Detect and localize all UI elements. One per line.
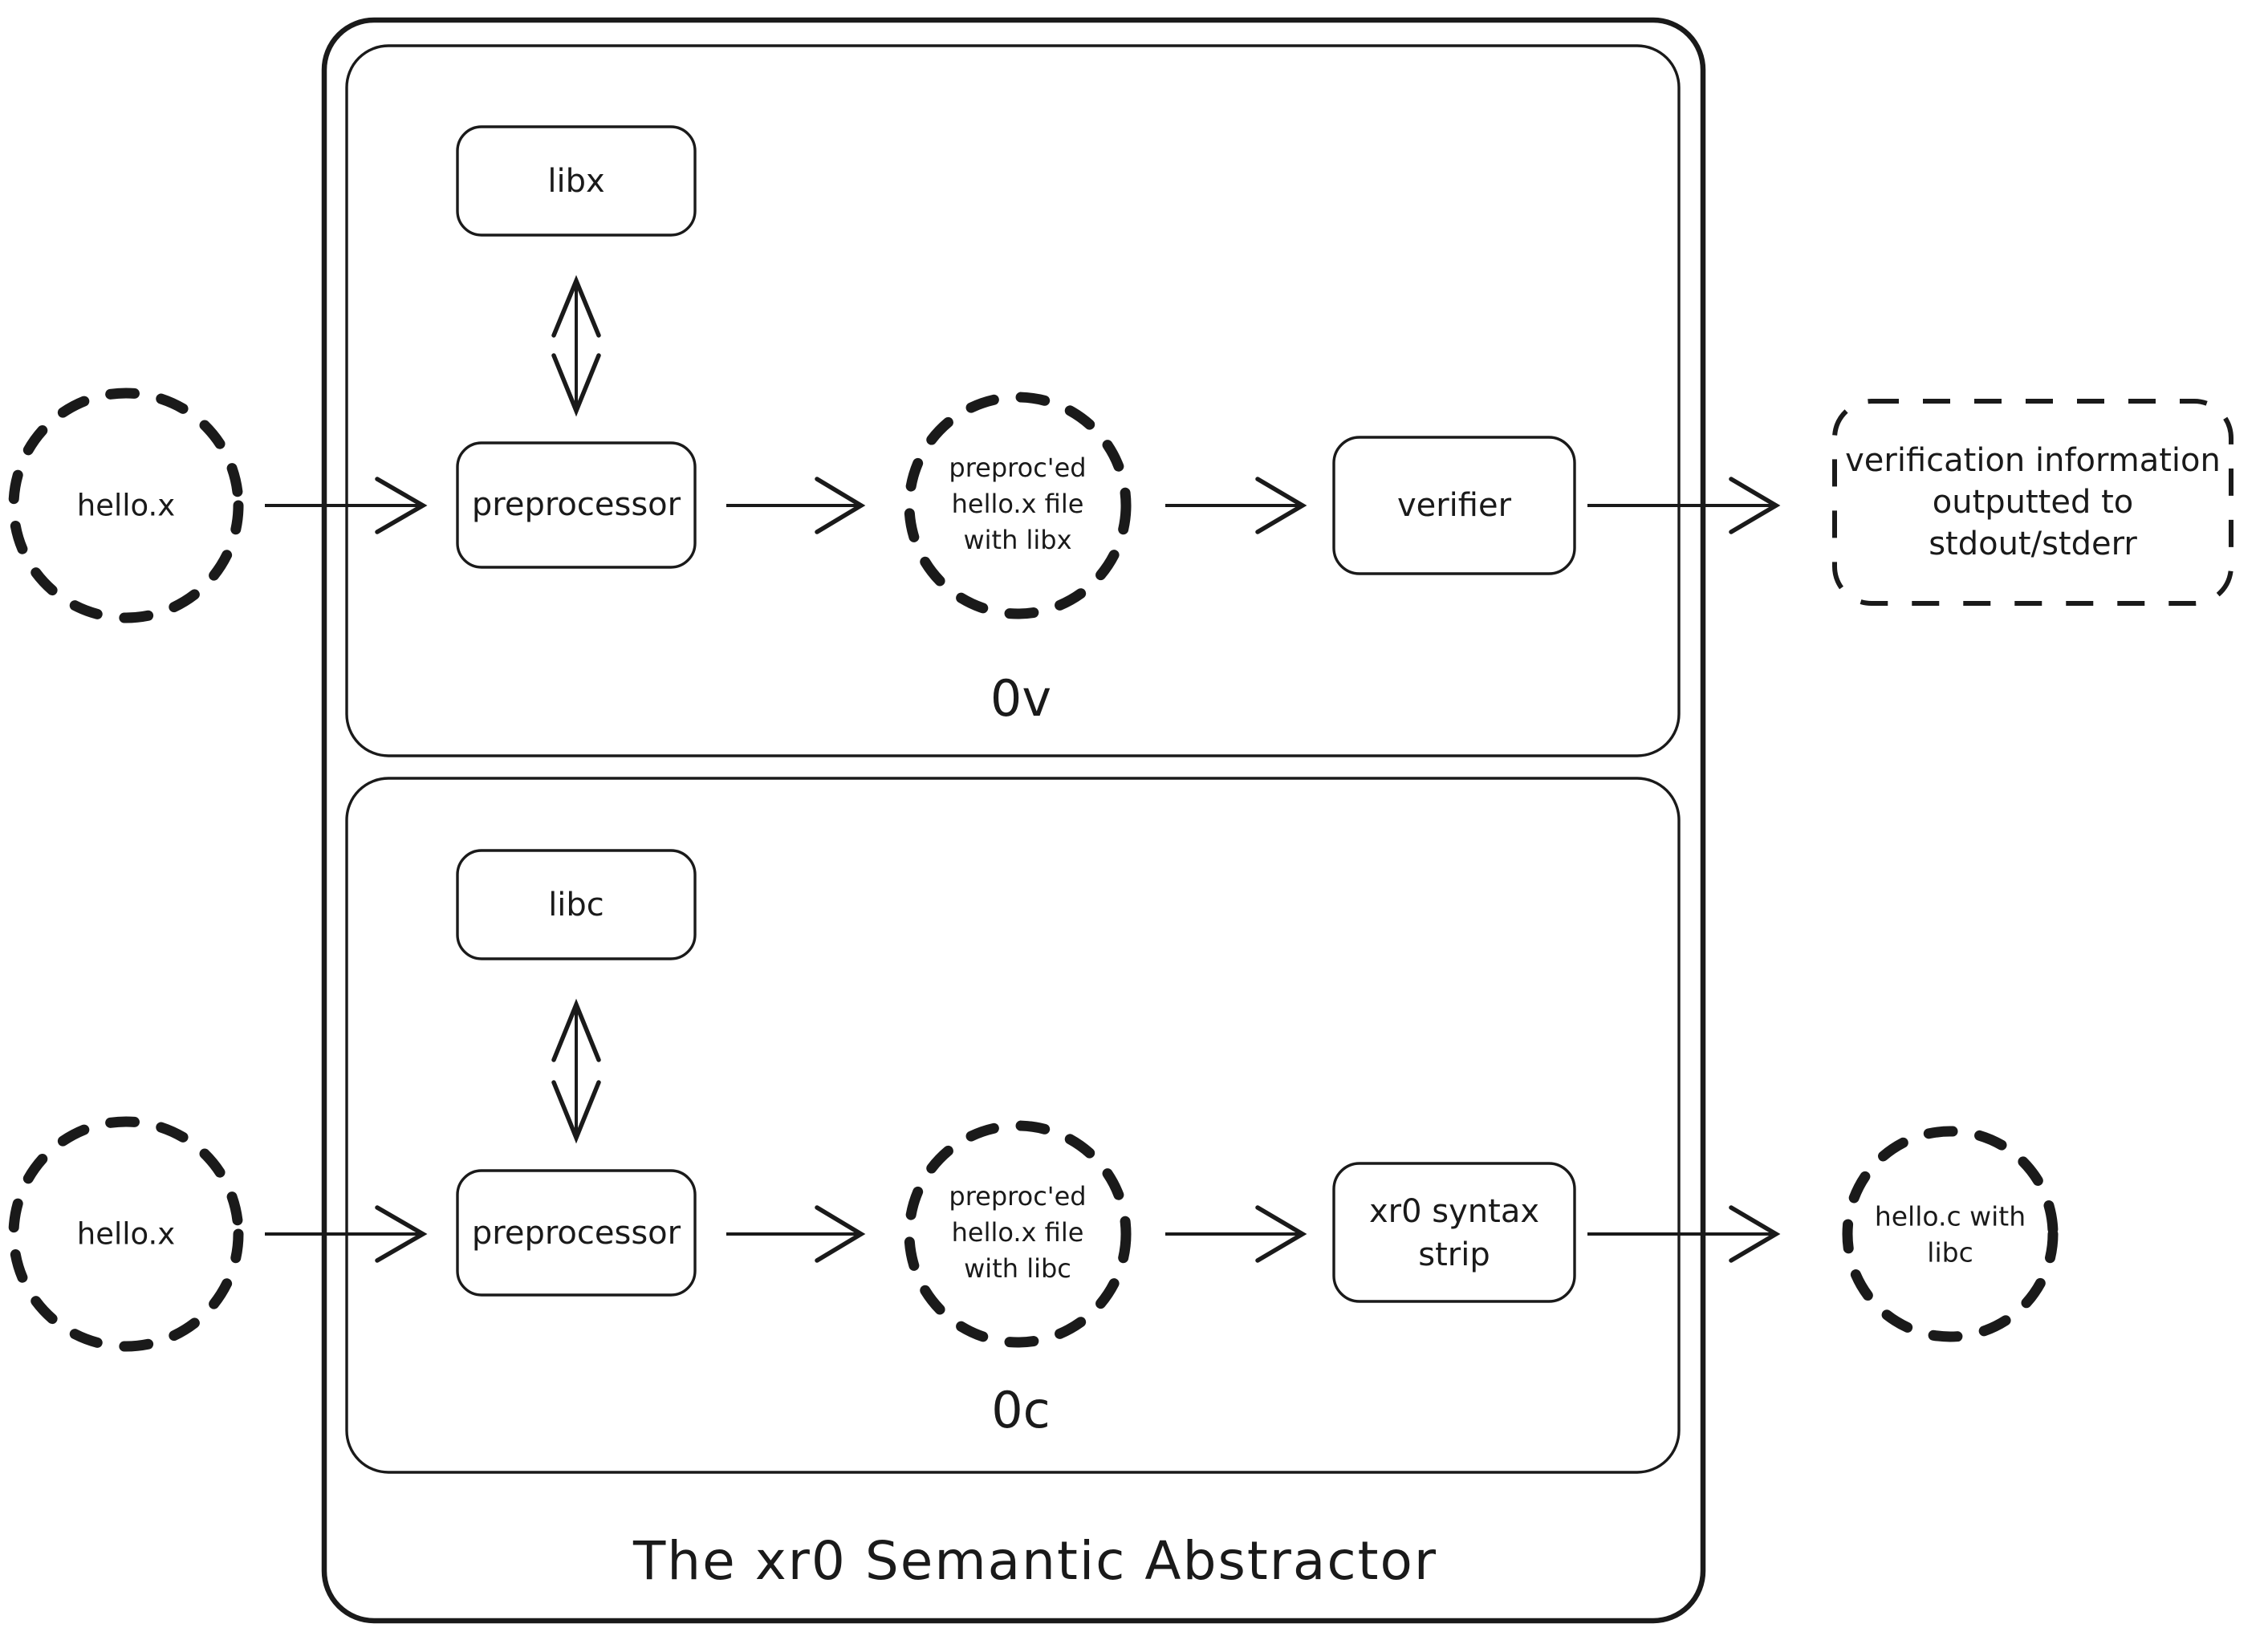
box-xr0-syntax-strip-line2: strip (1418, 1236, 1490, 1273)
box-preprocessor-top[interactable] (456, 441, 697, 569)
arrow-preprocessed-to-syntax-strip (1165, 1205, 1307, 1263)
box-preprocessor-bottom-label: preprocessor (472, 1215, 681, 1252)
node-input-hello-x-bottom-label: hello.x (77, 1217, 175, 1252)
node-input-hello-x-top-label: hello.x (77, 489, 175, 523)
arrow-syntax-strip-to-helloc-output (1587, 1205, 1781, 1263)
node-output-helloc-libc-line2: libc (1927, 1237, 1973, 1269)
arrow-libc-preprocessor-bidirectional (551, 998, 601, 1144)
box-libc[interactable] (456, 849, 697, 960)
panel-0v (345, 44, 1681, 757)
box-preprocessor-bottom[interactable] (456, 1169, 697, 1297)
node-preprocessed-hellox-libc-line1: preproc'ed (949, 1181, 1086, 1212)
node-preprocessed-hellox-libc-line2: hello.x file (952, 1217, 1084, 1248)
arrow-preprocessed-to-verifier (1165, 477, 1307, 534)
node-preprocessed-hellox-libx-line3: with libx (963, 525, 1071, 555)
node-preprocessed-hellox-libx[interactable] (904, 392, 1132, 619)
arrow-hellox-to-preprocessor-bottom (265, 1205, 428, 1263)
node-output-helloc-libc-line1: hello.c with (1875, 1201, 2026, 1232)
outer-container-xr0-semantic-abstractor (321, 17, 1706, 1624)
node-preprocessed-hellox-libx-line2: hello.x file (952, 489, 1084, 519)
node-input-hello-x-top[interactable] (8, 388, 244, 623)
box-libx-label: libx (547, 163, 604, 200)
box-verifier[interactable] (1332, 436, 1576, 575)
node-preprocessed-hellox-libx-line1: preproc'ed (949, 453, 1086, 483)
arrow-preprocessor-to-preprocessed-bottom (726, 1205, 866, 1263)
arrow-preprocessor-to-preprocessed-top (726, 477, 866, 534)
arrow-verifier-to-verification-output (1587, 477, 1781, 534)
arrow-hellox-to-preprocessor-top (265, 477, 428, 534)
panel-0v-label: 0v (990, 669, 1051, 728)
box-verifier-label: verifier (1397, 487, 1512, 524)
node-output-helloc-libc[interactable] (1842, 1126, 2059, 1342)
box-libx[interactable] (456, 125, 697, 237)
node-verification-output[interactable] (1832, 399, 2233, 606)
node-preprocessed-hellox-libc-line3: with libc (964, 1253, 1071, 1284)
box-libc-label: libc (548, 887, 604, 924)
node-preprocessed-hellox-libc[interactable] (904, 1120, 1132, 1348)
node-verification-output-line1: verification information (1845, 442, 2221, 479)
panel-0c-label: 0c (991, 1381, 1051, 1439)
arrow-libx-preprocessor-bidirectional (551, 274, 601, 417)
diagram-title: The xr0 Semantic Abstractor (632, 1530, 1437, 1592)
box-preprocessor-top-label: preprocessor (472, 486, 681, 523)
box-xr0-syntax-strip[interactable] (1332, 1162, 1576, 1303)
box-xr0-syntax-strip-line1: xr0 syntax (1369, 1193, 1539, 1230)
node-verification-output-line2: outputted to (1933, 484, 2134, 521)
node-input-hello-x-bottom[interactable] (8, 1116, 244, 1352)
node-verification-output-line3: stdout/stderr (1929, 526, 2137, 562)
panel-0c (345, 777, 1681, 1474)
